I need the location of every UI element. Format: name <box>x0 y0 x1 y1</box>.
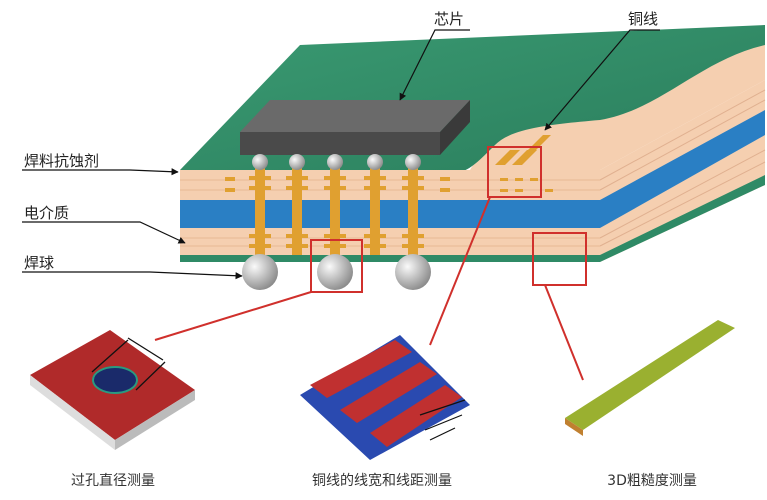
solder-balls <box>242 254 431 290</box>
board-front-face <box>180 170 600 262</box>
label-solder-resist: 焊料抗蚀剂 <box>24 152 100 170</box>
label-copper-wire: 铜线 <box>628 10 659 28</box>
caption-via-diameter: 过孔直径测量 <box>71 473 155 489</box>
label-chip: 芯片 <box>434 10 465 28</box>
line-width-image <box>300 335 470 460</box>
caption-roughness-3d: 3D粗糙度测量 <box>607 473 697 489</box>
label-solder-ball: 焊球 <box>24 254 55 272</box>
copper-traces <box>225 135 553 192</box>
chip <box>240 100 470 170</box>
caption-line-width-spacing: 铜线的线宽和线距测量 <box>312 473 452 489</box>
vias <box>249 160 424 255</box>
board-side-face <box>599 80 766 262</box>
label-dielectric: 电介质 <box>24 204 70 222</box>
highlight-boxes <box>154 146 587 381</box>
via-diameter-image <box>30 330 195 450</box>
leader-lines <box>22 29 660 280</box>
roughness-image <box>565 320 735 436</box>
